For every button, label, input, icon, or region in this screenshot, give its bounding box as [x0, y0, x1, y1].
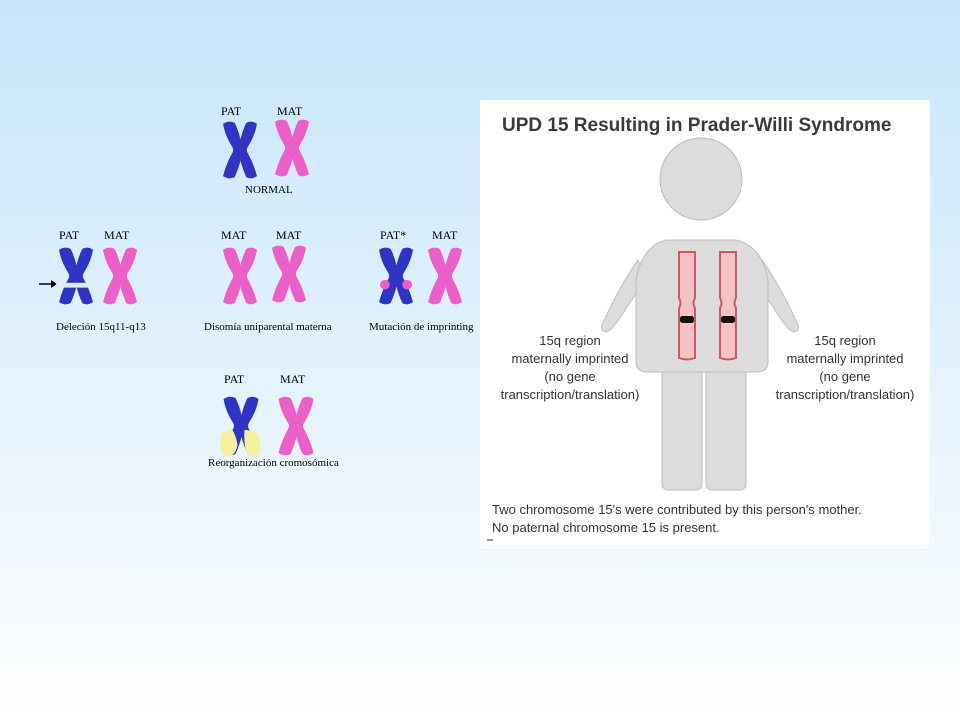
maternal-chromosome-15-b [719, 250, 737, 361]
imprinting-pat-label: PAT* [380, 228, 407, 242]
maternal-chromosome-15-a [678, 250, 696, 361]
arrow-right-icon [39, 280, 57, 288]
upd15-title: UPD 15 Resulting in Prader-Willi Syndrom… [502, 115, 892, 136]
rearrangement-maternal-chromosome [278, 396, 314, 456]
left-note-line-4: transcription/translation) [500, 387, 640, 402]
upd15-panel: UPD 15 Resulting in Prader-Willi Syndrom… [480, 100, 930, 545]
imprinting-caption: Mutación de imprinting [369, 321, 474, 333]
normal-paternal-chromosome [223, 121, 257, 179]
explanation-line-2: No paternal chromosome 15 is present. [492, 520, 720, 535]
imprinting-paternal-chromosome [379, 247, 413, 305]
normal-maternal-chromosome [275, 119, 309, 177]
right-imprint-note: 15q region maternally imprinted (no gene… [760, 332, 930, 404]
right-note-line-2: maternally imprinted [786, 351, 904, 366]
rearrangement-mat-label: MAT [280, 372, 306, 386]
right-note-line-4: transcription/translation) [775, 387, 915, 402]
disomy-maternal-chromosome-1 [223, 247, 257, 305]
person-figure [487, 137, 799, 541]
upd15-explanation: Two chromosome 15's were contributed by … [492, 501, 862, 537]
disomy-mat1-label: MAT [221, 228, 247, 242]
imprinting-maternal-chromosome [428, 247, 462, 305]
rearrangement-pat-label: PAT [224, 372, 245, 386]
normal-caption: NORMAL [245, 184, 293, 196]
disomy-maternal-chromosome-2 [272, 245, 306, 303]
left-note-line-2: maternally imprinted [511, 351, 629, 366]
explanation-line-1: Two chromosome 15's were contributed by … [492, 502, 862, 517]
deletion-paternal-chromosome [56, 247, 96, 305]
deletion-caption: Deleción 15q11-q13 [56, 321, 146, 333]
disomy-caption: Disomía uniparental materna [204, 321, 332, 333]
rearrangement-caption: Reorganización cromosómica [208, 457, 339, 469]
normal-mat-label: MAT [277, 104, 303, 118]
deletion-mat-label: MAT [104, 228, 130, 242]
rearrangement-paternal-chromosome [220, 396, 260, 457]
left-note-line-1: 15q region [539, 333, 601, 348]
right-note-line-1: 15q region [814, 333, 876, 348]
disomy-mat2-label: MAT [276, 228, 302, 242]
deletion-pat-label: PAT [59, 228, 80, 242]
imprinting-mat-label: MAT [432, 228, 458, 242]
left-imprint-note: 15q region maternally imprinted (no gene… [485, 332, 655, 404]
right-note-line-3: (no gene [819, 369, 871, 384]
normal-pat-label: PAT [221, 104, 242, 118]
left-note-line-3: (no gene [544, 369, 596, 384]
deletion-maternal-chromosome [103, 247, 137, 305]
